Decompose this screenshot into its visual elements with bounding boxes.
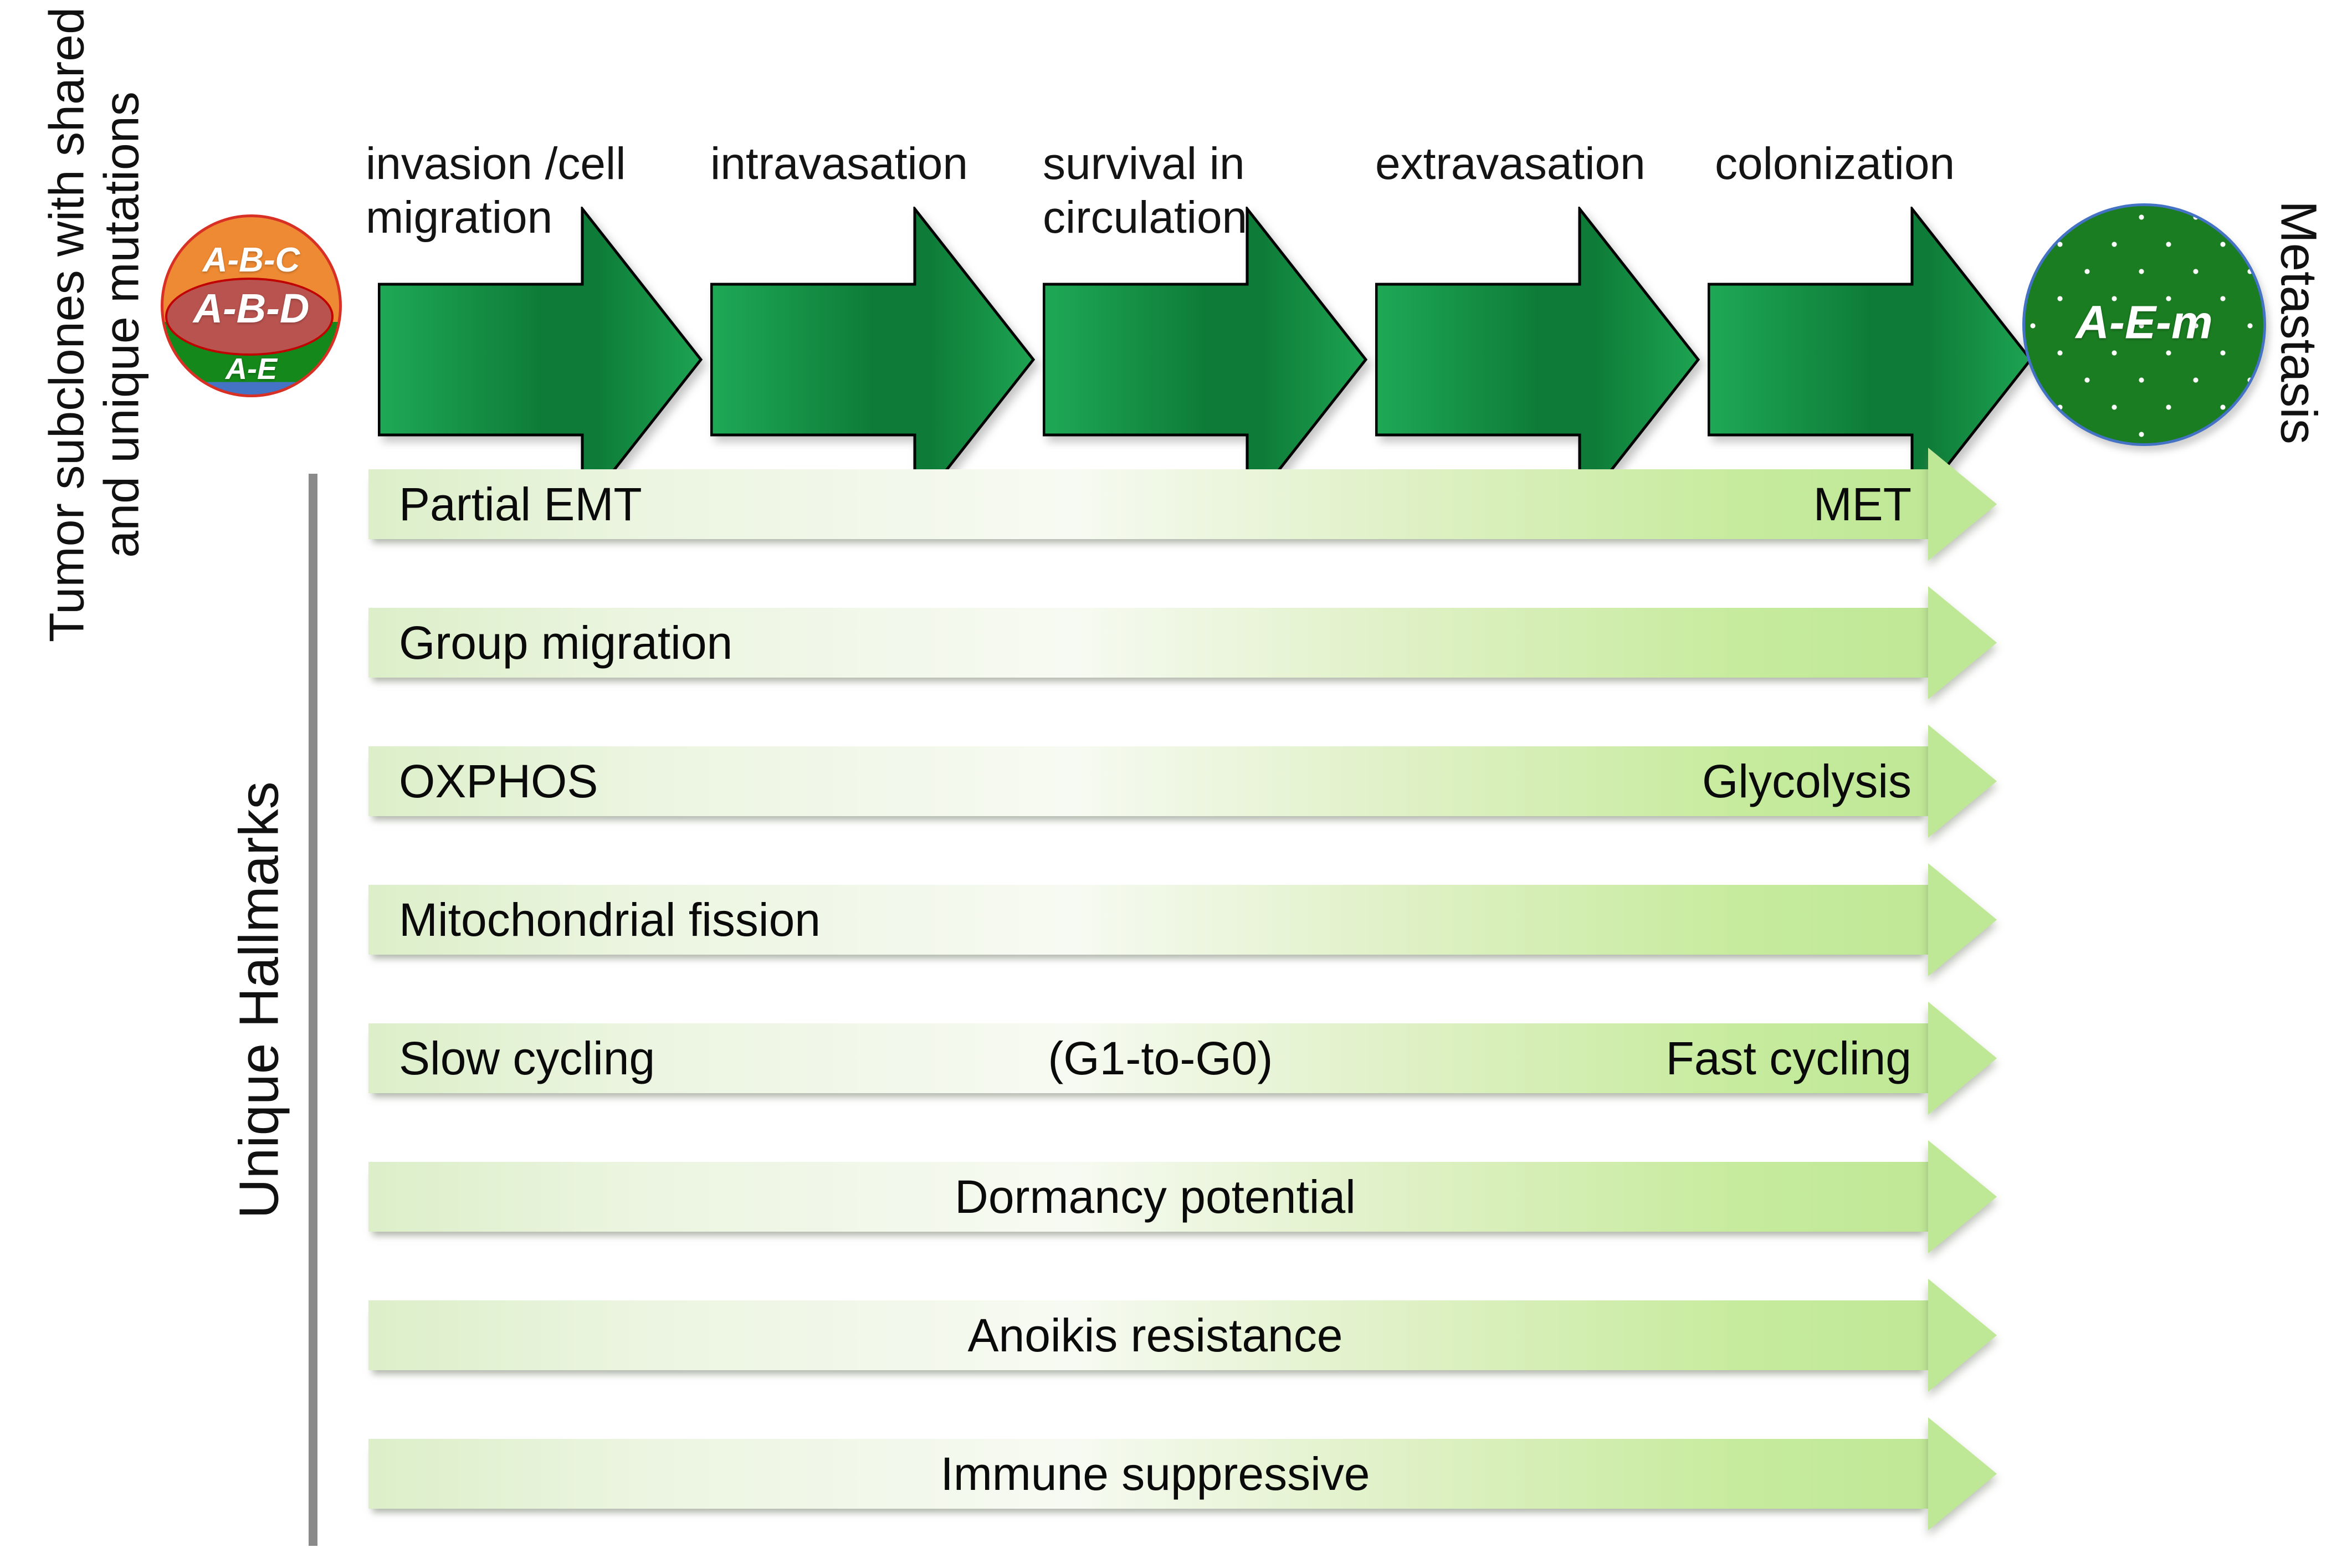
step-arrow-icon — [1375, 204, 1700, 515]
step-invasion — [377, 204, 710, 515]
hallmark-center-label: Dormancy potential — [955, 1170, 1356, 1223]
step-arrow-icon — [1707, 204, 2033, 515]
subclone-ae-label: A-E — [226, 352, 277, 386]
hallmark-arrowhead-icon — [1928, 586, 1997, 699]
metastasis-lesion: A-E-m — [2022, 203, 2266, 446]
subclone-abc-label: A-B-C — [202, 240, 300, 279]
subclone-abd-ellipse — [165, 277, 334, 356]
hallmark-row-oxphos: OXPHOS Glycolysis — [0, 725, 2342, 838]
hallmark-left-label: Partial EMT — [399, 478, 642, 530]
hallmarks-axis-label: Unique Hallmarks — [228, 781, 290, 1219]
hallmark-left-label: Mitochondrial fission — [399, 893, 821, 946]
hallmark-center-label: (G1-to-G0) — [1048, 1032, 1273, 1084]
hallmark-left-label: Group migration — [399, 616, 733, 669]
hallmark-right-label: Glycolysis — [1702, 755, 1911, 807]
hallmark-left-label: OXPHOS — [399, 755, 598, 807]
step-label-invasion: invasion /cell migration — [366, 139, 626, 243]
hallmark-row-anoikis: Anoikis resistance — [0, 1279, 2342, 1392]
hallmark-arrowhead-icon — [1928, 863, 1997, 976]
hallmark-row-cycling: Slow cycling (G1-to-G0) Fast cycling — [0, 1002, 2342, 1115]
hallmark-arrowhead-icon — [1928, 1002, 1997, 1115]
step-arrow-icon — [710, 204, 1036, 515]
hallmark-row-group-migration: Group migration — [0, 586, 2342, 699]
hallmark-arrowhead-icon — [1928, 1279, 1997, 1392]
step-label-colonization: colonization — [1715, 139, 1955, 189]
left-caption-line2: and unique mutations — [94, 91, 148, 558]
hallmark-arrowhead-icon — [1928, 725, 1997, 838]
left-caption-line1: Tumor subclones with shared — [39, 7, 94, 643]
hallmark-arrowhead-icon — [1928, 1140, 1997, 1253]
hallmark-right-label: Fast cycling — [1665, 1032, 1911, 1084]
step-survival — [1042, 204, 1375, 515]
step-arrow-icon — [377, 204, 703, 515]
metastasis-clone-label: A-E-m — [2075, 296, 2213, 349]
left-caption: Tumor subclones with shared and unique m… — [39, 7, 148, 642]
hallmark-right-label: MET — [1813, 478, 1911, 530]
step-label-survival: survival in circulation — [1043, 139, 1248, 243]
step-label-intravasation: intravasation — [710, 139, 968, 189]
subclone-abd-label: A-B-D — [193, 285, 310, 331]
hallmark-row-dormancy: Dormancy potential — [0, 1140, 2342, 1253]
hallmark-arrowhead-icon — [1928, 448, 1997, 561]
step-arrow-icon — [1042, 204, 1368, 515]
hallmark-row-partial-emt: Partial EMT MET — [0, 448, 2342, 561]
metastasis-caption: Metastasis — [2270, 201, 2327, 444]
step-intravasation — [710, 204, 1043, 515]
hallmark-left-label: Slow cycling — [399, 1032, 655, 1084]
step-extravasation — [1375, 204, 1708, 515]
hallmarks-axis-line — [309, 474, 317, 1546]
hallmark-center-label: Anoikis resistance — [967, 1309, 1343, 1361]
primary-tumor-subclones: A-B-C A-B-D A-E — [161, 214, 342, 397]
step-label-extravasation: extravasation — [1375, 139, 1646, 189]
hallmark-arrowhead-icon — [1928, 1417, 1997, 1530]
hallmark-row-immune: Immune suppressive — [0, 1417, 2342, 1530]
hallmark-center-label: Immune suppressive — [940, 1447, 1370, 1500]
hallmark-row-mitochondrial-fission: Mitochondrial fission — [0, 863, 2342, 976]
step-colonization — [1707, 204, 2040, 515]
